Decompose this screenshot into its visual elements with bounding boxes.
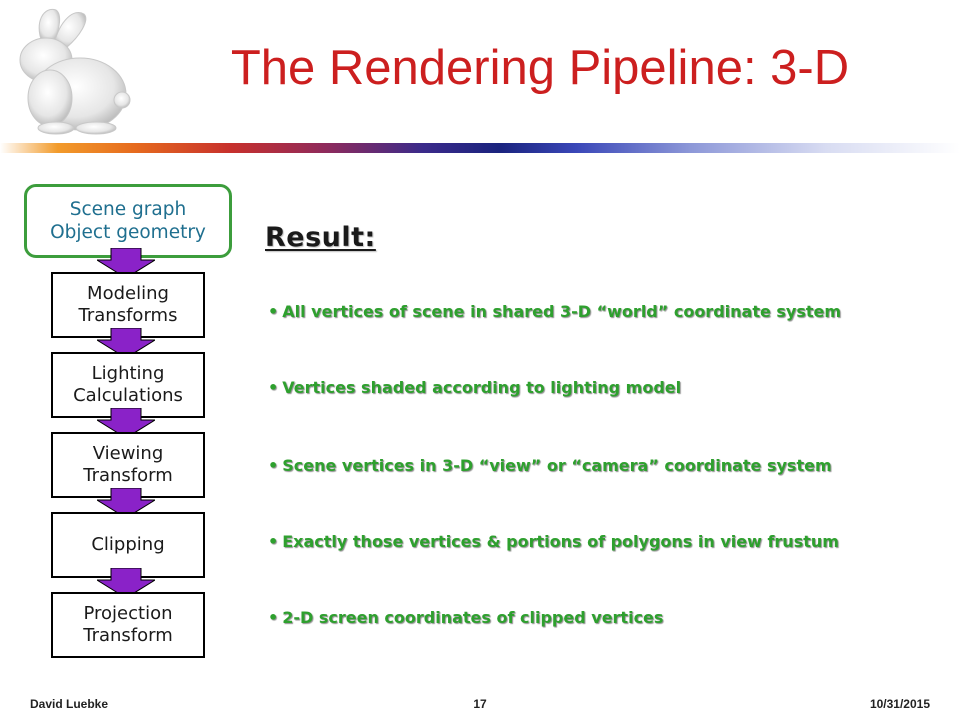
stage-line1: Lighting xyxy=(91,362,165,384)
input-node-line1: Scene graph xyxy=(69,198,187,220)
stage-projection-transform: Projection Transform xyxy=(51,592,205,658)
bullet-text: Scene vertices in 3-D “view” or “camera”… xyxy=(282,456,832,475)
bullet-text: All vertices of scene in shared 3-D “wor… xyxy=(282,302,842,321)
slide-title: The Rendering Pipeline: 3-D xyxy=(230,41,850,95)
bullet-icon: • xyxy=(268,456,279,475)
stage-line1: Modeling xyxy=(87,282,169,304)
title-divider xyxy=(0,143,960,153)
stage-lighting-calculations: Lighting Calculations xyxy=(51,352,205,418)
pipeline-flowchart: Scene graph Object geometry Modeling Tra… xyxy=(0,0,260,720)
stage-line1: Projection xyxy=(83,602,173,624)
stage-modeling-transforms: Modeling Transforms xyxy=(51,272,205,338)
stage-line2: Transform xyxy=(83,625,173,646)
down-arrow-icon xyxy=(97,408,155,438)
result-heading: Result: xyxy=(265,222,376,253)
stage-line2: Calculations xyxy=(73,385,183,406)
bullet-icon: • xyxy=(268,608,279,627)
stage-line1: Viewing xyxy=(92,442,164,464)
stage-line1: Clipping xyxy=(91,533,165,555)
stage-clipping: Clipping xyxy=(51,512,205,578)
footer-date: 10/31/2015 xyxy=(869,697,930,711)
footer-page-number: 17 xyxy=(473,697,487,711)
input-node-scene-graph: Scene graph Object geometry xyxy=(24,184,232,258)
bullet-icon: • xyxy=(268,532,279,551)
down-arrow-icon xyxy=(97,568,155,598)
stanford-bunny-icon xyxy=(19,8,131,135)
stage-viewing-transform: Viewing Transform xyxy=(51,432,205,498)
result-bullet-item: •All vertices of scene in shared 3-D “wo… xyxy=(268,302,841,321)
input-node-line2: Object geometry xyxy=(50,222,206,243)
bullet-text: Exactly those vertices & portions of pol… xyxy=(282,532,839,551)
bullet-text: 2-D screen coordinates of clipped vertic… xyxy=(282,608,664,627)
result-bullet-item: •2-D screen coordinates of clipped verti… xyxy=(268,608,663,627)
down-arrow-icon xyxy=(97,328,155,358)
bullet-icon: • xyxy=(268,302,279,321)
bullet-text: Vertices shaded according to lighting mo… xyxy=(282,378,682,397)
result-bullet-list: •All vertices of scene in shared 3-D “wo… xyxy=(268,0,948,720)
down-arrow-icon xyxy=(97,488,155,518)
stage-line2: Transform xyxy=(83,465,173,486)
footer-author: David Luebke xyxy=(30,697,109,711)
result-bullet-item: •Vertices shaded according to lighting m… xyxy=(268,378,681,397)
stage-line2: Transforms xyxy=(78,305,178,326)
result-bullet-item: •Scene vertices in 3-D “view” or “camera… xyxy=(268,456,832,475)
down-arrow-icon xyxy=(97,248,155,278)
bullet-icon: • xyxy=(268,378,279,397)
result-bullet-item: •Exactly those vertices & portions of po… xyxy=(268,532,839,551)
